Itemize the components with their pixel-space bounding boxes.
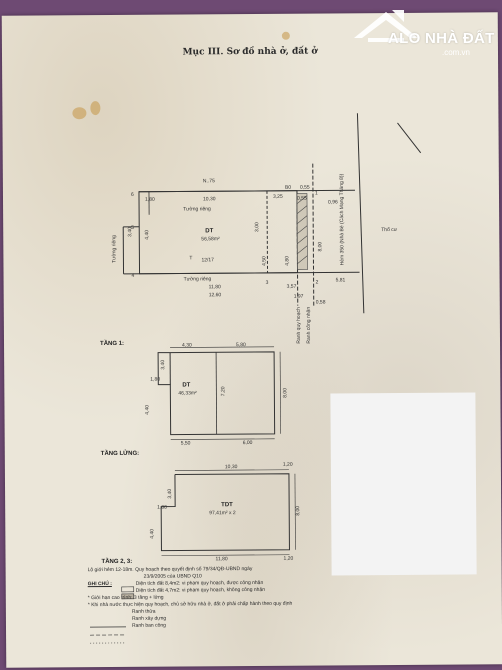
section-heading: TẦNG 1: [100, 340, 124, 347]
dim-label: 0,55 [300, 185, 310, 191]
dim-label: 5,81 [336, 277, 346, 283]
dim-label: 4,40 [149, 529, 155, 539]
wall-label: Tường riêng [111, 235, 117, 263]
road-label: Hẻm 350 (Nhà Bè (Cách Mạng Tháng 8)) [339, 173, 346, 265]
dim-label: 1,80 [145, 197, 155, 203]
dim-label: 11,80 [209, 284, 221, 290]
corner-label: 6 [131, 192, 134, 198]
dim-label: N..75 [203, 178, 215, 184]
dim-label: 3,40 [127, 227, 133, 237]
dim-label: 7,20 [220, 386, 226, 396]
dim-label: 5,50 [181, 440, 191, 446]
dim-label: 4,50 [261, 256, 267, 266]
dim-label: 4,30 [182, 342, 192, 348]
section-heading: TẦNG 2, 3: [102, 558, 133, 565]
dim-label: 3,57 [287, 284, 297, 290]
lot-outline [138, 190, 299, 275]
neighbor-label: Thổ cư [381, 226, 398, 233]
wall-label: Tường riêng [184, 276, 212, 282]
area-label: DT [205, 228, 213, 234]
watermark-brand: ALO NHÀ ĐẤT [388, 30, 495, 47]
dim-label: 0,55 [297, 196, 307, 202]
legend-swatch [121, 593, 135, 600]
area-label: TDT [221, 502, 233, 508]
corner-label: 2 [316, 280, 319, 286]
section-heading: TẦNG LỬNG: [101, 450, 139, 457]
area-value: 97,41m² x 2 [209, 510, 236, 516]
watermark-logo: ALO NHÀ ĐẤT .com.vn [346, 4, 496, 62]
wall-label: Tường riêng [183, 206, 211, 212]
area-label: DT [182, 382, 190, 388]
dim-label: 10,30 [203, 196, 216, 202]
legend-swatch [121, 586, 135, 593]
dim-label: 1,97 [294, 294, 304, 300]
mezz-outline [160, 473, 290, 552]
planning-label: Ranh công nhận [306, 307, 312, 344]
dim-label: 4,80 [284, 256, 290, 266]
dim-label: 0,58 [316, 299, 326, 305]
watermark-domain: .com.vn [442, 48, 471, 57]
dim-label: 0,96 [328, 199, 338, 205]
dim-label: 1,20 [284, 556, 294, 562]
dim-arrows [161, 469, 296, 556]
dim-label: 3,40 [167, 489, 173, 499]
dim-label: 8,00 [295, 506, 301, 516]
lot-number: T [189, 255, 192, 261]
dim-arrows [170, 346, 281, 440]
dim-label: 3,00 [254, 222, 260, 232]
dim-label: 4,40 [144, 230, 150, 240]
dim-label: 3,40 [160, 360, 166, 370]
dim-label: 11,80 [216, 556, 228, 562]
corner-label: 1 [315, 191, 318, 197]
redacted-area [330, 392, 477, 576]
dim-label: 4,40 [144, 405, 150, 415]
area-value: 46,33m² [178, 390, 197, 396]
lot-number: 12/17 [201, 257, 214, 263]
dim-label: 8,00 [317, 242, 323, 252]
dim-label: 8,00 [282, 388, 288, 398]
dim-label: 1,80 [157, 505, 167, 511]
document-paper: Mục III. Sơ đồ nhà ở, đất ở [1, 12, 502, 668]
dim-label: 1,20 [283, 462, 293, 468]
dim-label: B0 [285, 185, 291, 191]
dim-label: 3,25 [273, 194, 283, 200]
dim-label: 6,00 [243, 440, 253, 446]
dim-label: 1,80 [150, 377, 160, 383]
corner-label: 4 [132, 273, 135, 279]
house-icon [354, 10, 418, 42]
site-plan-drawing: N..75 10,30 1,80 3,25 B0 0,55 0,55 0,96 … [89, 113, 422, 644]
dim-label: 10,30 [225, 464, 238, 470]
notes-block: Lộ giới hẻm 12-18m. Quy hoạch theo quyết… [88, 565, 328, 630]
dim-label: 5,80 [236, 342, 246, 348]
area-value: 56,58m² [201, 236, 220, 242]
floor1-outline [157, 351, 276, 436]
corner-label: 5 [131, 225, 134, 231]
corner-label: 3 [266, 280, 269, 286]
dim-label: 12,60 [209, 292, 222, 298]
planning-label: Ranh quy hoạch [296, 307, 302, 344]
